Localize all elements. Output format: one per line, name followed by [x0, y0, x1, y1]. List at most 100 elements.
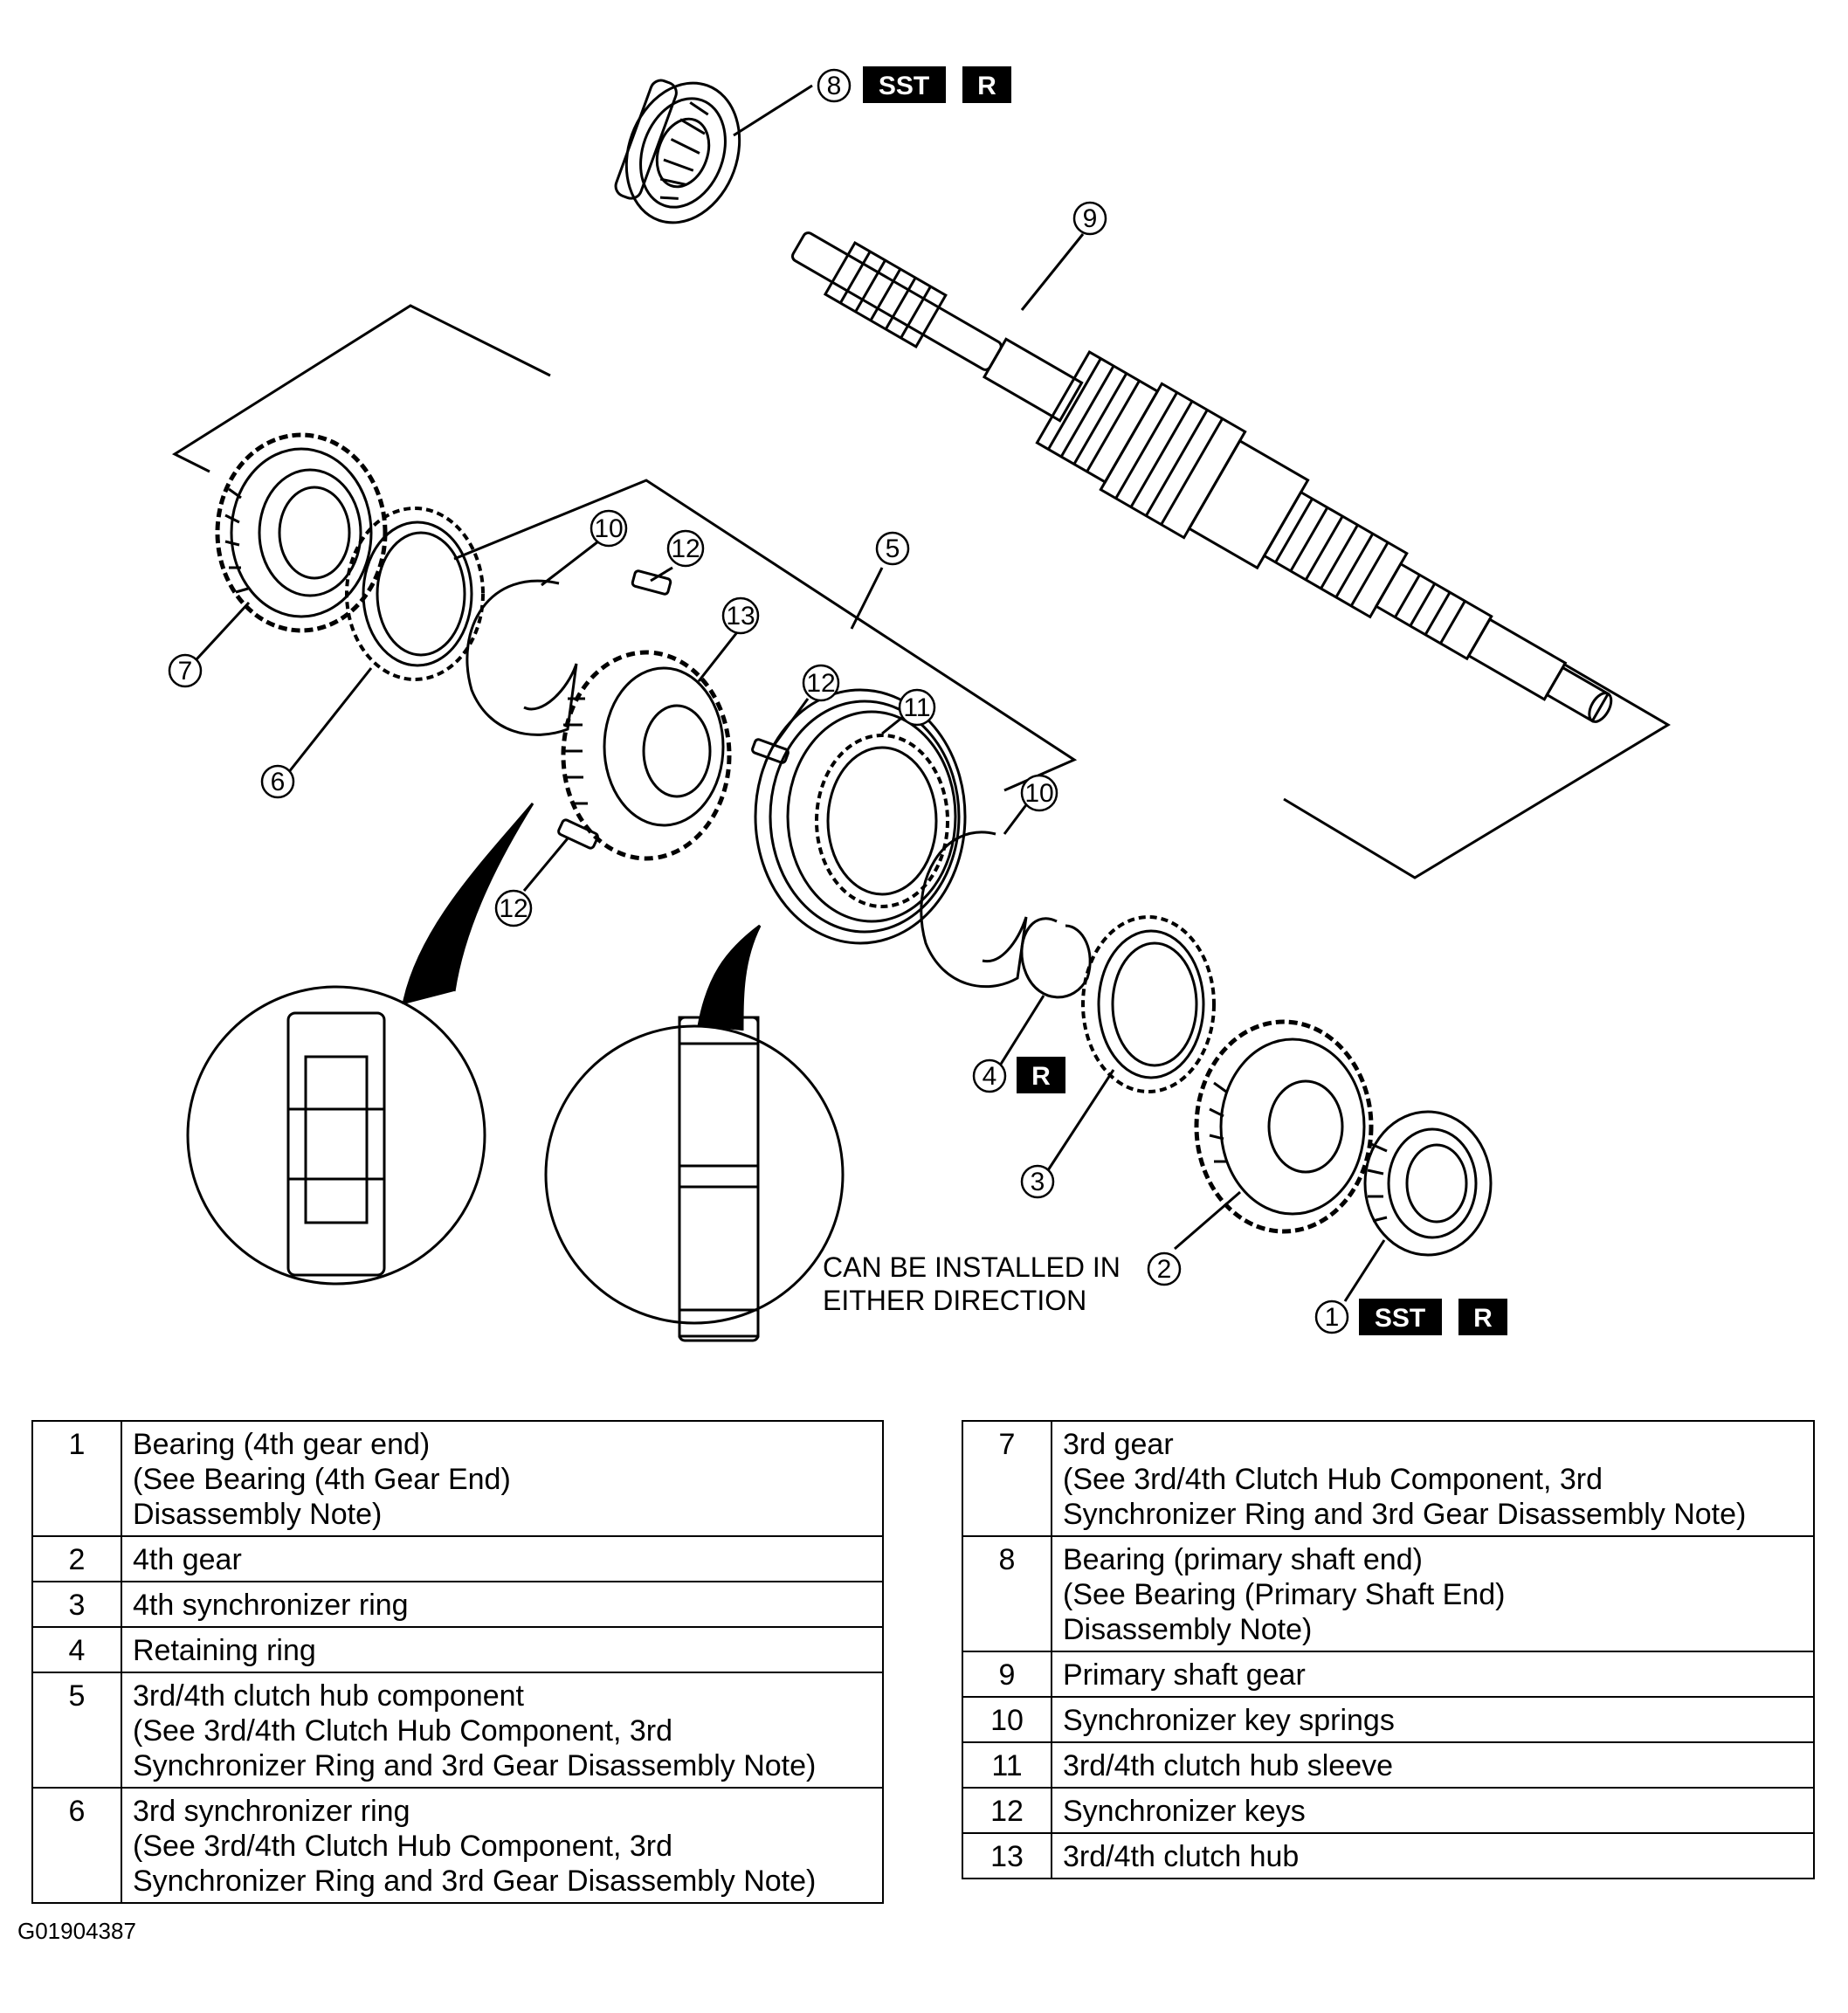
part-description: Bearing (4th gear end) (See Bearing (4th… [121, 1420, 884, 1537]
key-detail-circle [186, 985, 486, 1286]
part-description: 3rd/4th clutch hub component (See 3rd/4t… [121, 1672, 884, 1789]
part-description: Synchronizer key springs [1051, 1696, 1815, 1743]
svg-text:EITHER DIRECTION: EITHER DIRECTION [823, 1285, 1086, 1316]
sst-badge [1359, 1299, 1442, 1335]
svg-text:R: R [1031, 1062, 1051, 1091]
description-line: Primary shaft gear [1063, 1658, 1306, 1692]
part-description: 3rd gear (See 3rd/4th Clutch Hub Compone… [1051, 1420, 1815, 1537]
table-row: 5 3rd/4th clutch hub component (See 3rd/… [31, 1672, 884, 1789]
svg-text:10: 10 [1024, 779, 1053, 808]
part-description: 4th gear [121, 1535, 884, 1582]
description-line: Synchronizer key springs [1063, 1704, 1395, 1737]
description-line: (See 3rd/4th Clutch Hub Component, 3rd [1063, 1463, 1603, 1496]
callout-1: 1 SST R [1314, 1299, 1507, 1335]
description-line: Synchronizer Ring and 3rd Gear Disassemb… [133, 1865, 817, 1898]
callout-2: 2 [1147, 1251, 1182, 1286]
callout-7: 7 [168, 653, 203, 688]
retaining-ring [1020, 917, 1092, 999]
svg-text:2: 2 [1157, 1255, 1172, 1284]
svg-text:1: 1 [1325, 1303, 1340, 1332]
table-row: 9 Primary shaft gear [962, 1651, 1815, 1698]
description-line: (See 3rd/4th Clutch Hub Component, 3rd [133, 1830, 673, 1863]
sleeve-detail-circle [544, 1024, 845, 1325]
clutch-hub-sleeve [754, 688, 967, 945]
description-line: Disassembly Note) [1063, 1613, 1313, 1646]
leader-12b [771, 698, 810, 748]
part-description: 4th synchronizer ring [121, 1581, 884, 1628]
description-line: Synchronizer Ring and 3rd Gear Disassemb… [1063, 1498, 1747, 1531]
part-number: 3 [31, 1581, 122, 1628]
fourth-gear [1194, 1019, 1374, 1234]
part-number: 9 [962, 1651, 1052, 1698]
callout-13: 13 [721, 596, 760, 635]
part-number: 7 [962, 1420, 1052, 1537]
bracket-left [171, 304, 551, 473]
table-row: 10 Synchronizer key springs [962, 1696, 1815, 1743]
svg-text:SST: SST [879, 72, 929, 100]
svg-text:8: 8 [827, 72, 842, 100]
leader-11 [881, 714, 905, 735]
callout-10-lower: 10 [1020, 774, 1058, 812]
table-row: 13 3rd/4th clutch hub [962, 1832, 1815, 1879]
installation-note: CAN BE INSTALLED IN EITHER DIRECTION [823, 1251, 1121, 1316]
key-spring-left [465, 579, 578, 736]
svg-text:13: 13 [726, 602, 755, 631]
synchronizer-key-bottom [557, 818, 599, 850]
part-description: 3rd synchronizer ring (See 3rd/4th Clutc… [121, 1787, 884, 1904]
description-line: Bearing (primary shaft end) [1063, 1543, 1423, 1576]
description-line: Synchronizer Ring and 3rd Gear Disassemb… [133, 1749, 817, 1782]
sleeve-detail-drawing [678, 1016, 760, 1342]
description-line: Retaining ring [133, 1634, 316, 1667]
leader-5 [850, 567, 884, 630]
svg-text:4: 4 [983, 1062, 997, 1091]
table-row: 6 3rd synchronizer ring (See 3rd/4th Clu… [31, 1787, 884, 1904]
key-spring-right [920, 831, 1028, 989]
synchronizer-key-top [631, 569, 672, 596]
leader-12a [650, 566, 673, 583]
table-row: 7 3rd gear (See 3rd/4th Clutch Hub Compo… [962, 1420, 1815, 1537]
sst-badge [863, 66, 946, 103]
table-row: 2 4th gear [31, 1535, 884, 1582]
figure-id: G01904387 [17, 1918, 136, 1944]
description-line: 4th synchronizer ring [133, 1589, 409, 1622]
part-number: 8 [962, 1535, 1052, 1652]
description-line: 3rd/4th clutch hub sleeve [1063, 1749, 1394, 1782]
r-badge [1458, 1299, 1507, 1335]
part-description: Primary shaft gear [1051, 1651, 1815, 1698]
callout-12-middle: 12 [802, 664, 840, 702]
part-description: 3rd/4th clutch hub [1051, 1832, 1815, 1879]
part-number: 10 [962, 1696, 1052, 1743]
parts-legend-left: 1 Bearing (4th gear end) (See Bearing (4… [31, 1420, 884, 1904]
table-row: 4 Retaining ring [31, 1626, 884, 1673]
part-number: 1 [31, 1420, 122, 1537]
part-description: 3rd/4th clutch hub sleeve [1051, 1741, 1815, 1789]
svg-text:R: R [1473, 1304, 1493, 1333]
svg-text:6: 6 [271, 768, 286, 796]
bearing-primary-shaft-end [614, 79, 741, 224]
table-row: 3 4th synchronizer ring [31, 1581, 884, 1628]
leader-1 [1343, 1239, 1386, 1302]
part-number: 6 [31, 1787, 122, 1904]
leader-2 [1174, 1190, 1241, 1251]
part-description: Synchronizer keys [1051, 1787, 1815, 1834]
callout-12-upper: 12 [666, 529, 705, 568]
third-gear [215, 432, 388, 633]
svg-text:9: 9 [1083, 204, 1098, 233]
primary-shaft [791, 231, 1613, 723]
fourth-synchronizer-ring [1081, 915, 1216, 1093]
part-number: 11 [962, 1741, 1052, 1789]
part-number: 5 [31, 1672, 122, 1789]
callout-12-lower: 12 [494, 889, 533, 927]
callout-10-upper: 10 [590, 509, 628, 548]
svg-text:CAN BE INSTALLED IN: CAN BE INSTALLED IN [823, 1251, 1121, 1283]
description-line: Disassembly Note) [133, 1498, 383, 1531]
exploded-view-diagram: 8 SST R 9 10 12 5 13 12 [168, 66, 1671, 1342]
leader-4 [998, 995, 1045, 1066]
r-badge [1017, 1057, 1065, 1093]
part-number: 13 [962, 1832, 1052, 1879]
clutch-hub [561, 650, 732, 861]
r-badge [962, 66, 1011, 103]
svg-text:5: 5 [886, 534, 900, 563]
table-row: 1 Bearing (4th gear end) (See Bearing (4… [31, 1420, 884, 1537]
part-number: 4 [31, 1626, 122, 1673]
